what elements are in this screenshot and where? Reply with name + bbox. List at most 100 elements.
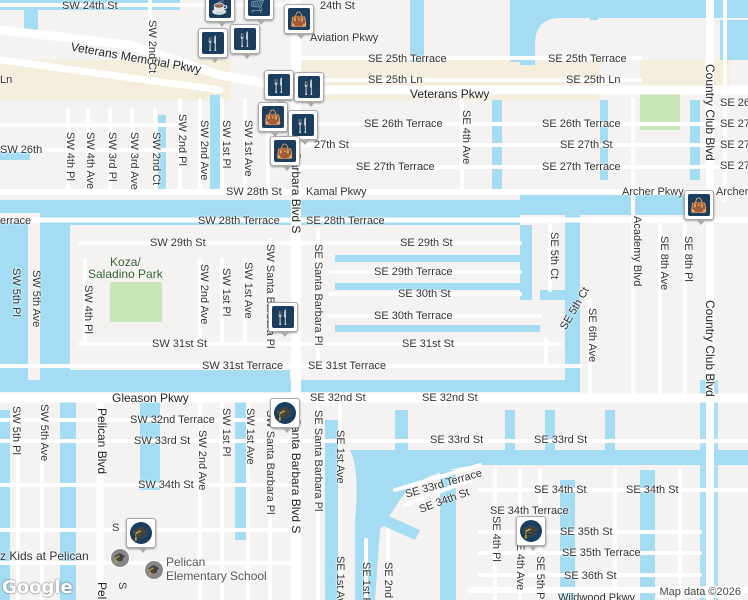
street-label-v-s: S	[116, 582, 128, 590]
shopping-bag-marker-top[interactable]: 👜	[284, 4, 314, 39]
street-label-se-25th-ln-a: SE 25th Ln	[368, 74, 423, 86]
shopping-bag-marker-low[interactable]: 👜	[270, 136, 300, 171]
shopping-bag-marker-mid[interactable]: 👜	[258, 102, 288, 137]
street-label-v-pelican-blvd-b: Pelican	[95, 582, 109, 600]
street-label-sw-32nd-terrace: SW 32nd Terrace	[130, 414, 215, 426]
street-label-24th-st: 24th St	[320, 0, 355, 12]
street-label-sw-28th-terrace: SW 28th Terrace	[198, 215, 280, 227]
graduation-cap-icon: 🎓	[520, 520, 542, 542]
street-label-se-27th-terrace-b: SE 27th Terrace	[542, 161, 621, 173]
street-label-v-sw-1st-pl: SW 1st Pl	[220, 120, 232, 169]
street-label-se-26th-terrace-a: SE 26th Terrace	[364, 118, 443, 130]
street-label-v-sw-1st-ave-b: SW 1st Ave	[242, 262, 254, 319]
shopping-bag-icon: 👜	[262, 106, 284, 128]
street-label-v-sw-2nd-ave: SW 2nd Ave	[198, 120, 210, 181]
street-label-v-se-1st-ave: SE 1st Ave	[334, 430, 346, 484]
street-label-se-27th-terrace-a: SE 27th Terrace	[356, 161, 435, 173]
shopping-cart-marker[interactable]: 🛒	[244, 0, 274, 25]
street-label-right-se-26a: SE 26	[720, 97, 748, 109]
street-label-se-30th-terrace: SE 30th Terrace	[374, 310, 453, 322]
street-label-sw-33rd-st: SW 33rd St	[134, 435, 191, 447]
street-label-v-se-5th-pl: SE 5th Pl	[534, 556, 546, 600]
street-label-v-sw-5th-pl: SW 5th Pl	[10, 268, 22, 317]
restaurant-cluster-marker-b[interactable]: 🍴	[294, 72, 324, 107]
restaurant-marker-31st[interactable]: 🍴	[268, 302, 298, 337]
street-label-v-se-santa-barbara-pl: SE Santa Barbara Pl	[312, 244, 324, 346]
street-label-v-sw-4th-pl-b: SW 4th Pl	[82, 285, 94, 334]
map-attribution[interactable]: Map data ©2026	[656, 586, 744, 598]
school-marker-35th[interactable]: 🎓	[516, 516, 546, 551]
street-label-se-26th-terrace-b: SE 26th Terrace	[542, 118, 621, 130]
street-label-v-sw-4th-ave: SW 4th Ave	[84, 132, 96, 190]
street-label-v-se-santa-barbara-pl-b: SE Santa Barbara Pl	[312, 410, 324, 512]
fork-knife-icon: 🍴	[268, 74, 290, 96]
street-label-se-32nd-st-a: SE 32nd St	[310, 392, 366, 404]
street-label-sw-24th-st: SW 24th St	[62, 0, 118, 12]
fork-knife-icon: 🍴	[234, 28, 256, 50]
shopping-bag-icon: 👜	[688, 194, 710, 216]
street-label-se-29th-st: SE 29th St	[400, 237, 453, 249]
street-label-right-se-27a: SE 27	[720, 118, 748, 130]
fork-knife-icon: 🍴	[272, 306, 294, 328]
school-marker-gleason[interactable]: 🎓	[270, 398, 300, 433]
koza-park-area	[110, 282, 162, 322]
street-label-sw-29th-st: SW 29th St	[150, 237, 206, 249]
graduation-cap-icon: 🎓	[274, 402, 296, 424]
street-label-gleason-pkwy: Gleason Pkwy	[112, 391, 189, 405]
street-label-v-sw-3rd-ave: SW 3rd Ave	[128, 132, 140, 190]
street-label-v-se-8th-ave: SE 8th Ave	[658, 236, 670, 291]
street-label-kamal-pkwy: Kamal Pkwy	[306, 186, 367, 198]
street-label-sw-34th-st: SW 34th St	[138, 479, 194, 491]
street-label-v-se-2nd: SE 2nd	[382, 562, 394, 599]
park-label-koza-saladino[interactable]: Koza/ Saladino Park	[88, 255, 163, 281]
street-label-v-se-8th-pl: SE 8th Pl	[682, 236, 694, 282]
restaurant-cluster-marker[interactable]: 🍴	[264, 70, 294, 105]
street-label-sw-28th-st: SW 28th St	[226, 186, 282, 198]
street-label-sw-31st-terrace: SW 31st Terrace	[202, 360, 284, 372]
street-label-se-25th-terrace-a: SE 25th Terrace	[368, 53, 447, 65]
street-label-se-31st-st: SE 31st St	[402, 338, 454, 350]
school-poi-dot-icon[interactable]: 🎓	[110, 548, 130, 568]
street-label-se-32nd-st-b: SE 32nd St	[422, 392, 478, 404]
street-label-s: S	[112, 522, 120, 534]
street-label-v-sw-5th-ave: SW 5th Ave	[30, 270, 42, 328]
street-label-aviation-pkwy: Aviation Pkwy	[310, 32, 379, 44]
street-label-v-sw-2nd-ct-b: SW 2nd Ct	[150, 132, 162, 186]
street-label-se-27th-st: SE 27th St	[560, 139, 613, 151]
shopping-bag-icon: 👜	[288, 8, 310, 30]
street-label-archer-pkwy: Archer Pkwy	[622, 186, 684, 198]
fork-knife-icon: 🍴	[292, 114, 314, 136]
shopping-bag-icon: 👜	[274, 140, 296, 162]
poi-label-elementary-school[interactable]: Elementary School	[166, 569, 267, 583]
shopping-bag-marker-right[interactable]: 👜	[684, 190, 714, 225]
street-label-v-sw-2nd-pl: SW 2nd Pl	[176, 114, 188, 166]
street-label-27th-st: 27th St	[314, 139, 349, 151]
street-label-right-se-27c: SE 27	[720, 160, 748, 172]
street-label-se-28th-terrace: SE 28th Terrace	[306, 215, 385, 227]
poi-label-pelican[interactable]: Pelican	[166, 555, 206, 569]
school-marker-left[interactable]: 🎓	[126, 518, 156, 553]
street-label-se-35th-st: SE 35th St	[560, 526, 613, 538]
street-label-se-33rd-st-a: SE 33rd St	[430, 434, 484, 446]
street-label-se-36th-st: SE 36th St	[564, 570, 617, 582]
street-label-v-sw-2nd-ave-c: SW 2nd Ave	[196, 430, 208, 491]
street-label-se-31st-terrace: SE 31st Terrace	[308, 360, 387, 372]
street-label-v-se-4th-pl: SE 4th Pl	[490, 516, 502, 562]
restaurant-marker-b[interactable]: 🍴	[230, 24, 260, 59]
street-label-v-se-1st-ave-b: SE 1st Ave	[334, 556, 346, 600]
street-label-sw-31st-st: SW 31st St	[152, 338, 208, 350]
restaurant-marker-a[interactable]: 🍴	[198, 28, 228, 63]
street-label-v-academy-blvd: Academy Blvd	[631, 216, 643, 287]
street-label-v-pelican-blvd: Pelican Blvd	[95, 408, 109, 475]
graduation-cap-icon: 🎓	[130, 522, 152, 544]
street-label-se-33rd-st-b: SE 33rd St	[534, 434, 588, 446]
street-label-archer: Archer	[716, 186, 748, 198]
cafe-marker[interactable]: ☕	[205, 0, 235, 27]
street-label-v-santa-barbara-s: Santa Barbara Blvd S	[289, 418, 303, 534]
school-poi-dot-icon-2[interactable]: 🎓	[144, 560, 164, 580]
poi-label-kids-at-pelican[interactable]: z Kids at Pelican	[0, 549, 89, 563]
restaurant-marker-c[interactable]: 🍴	[288, 110, 318, 145]
street-label-v-sw-1st-ave-c: SW 1st Ave	[244, 408, 256, 465]
